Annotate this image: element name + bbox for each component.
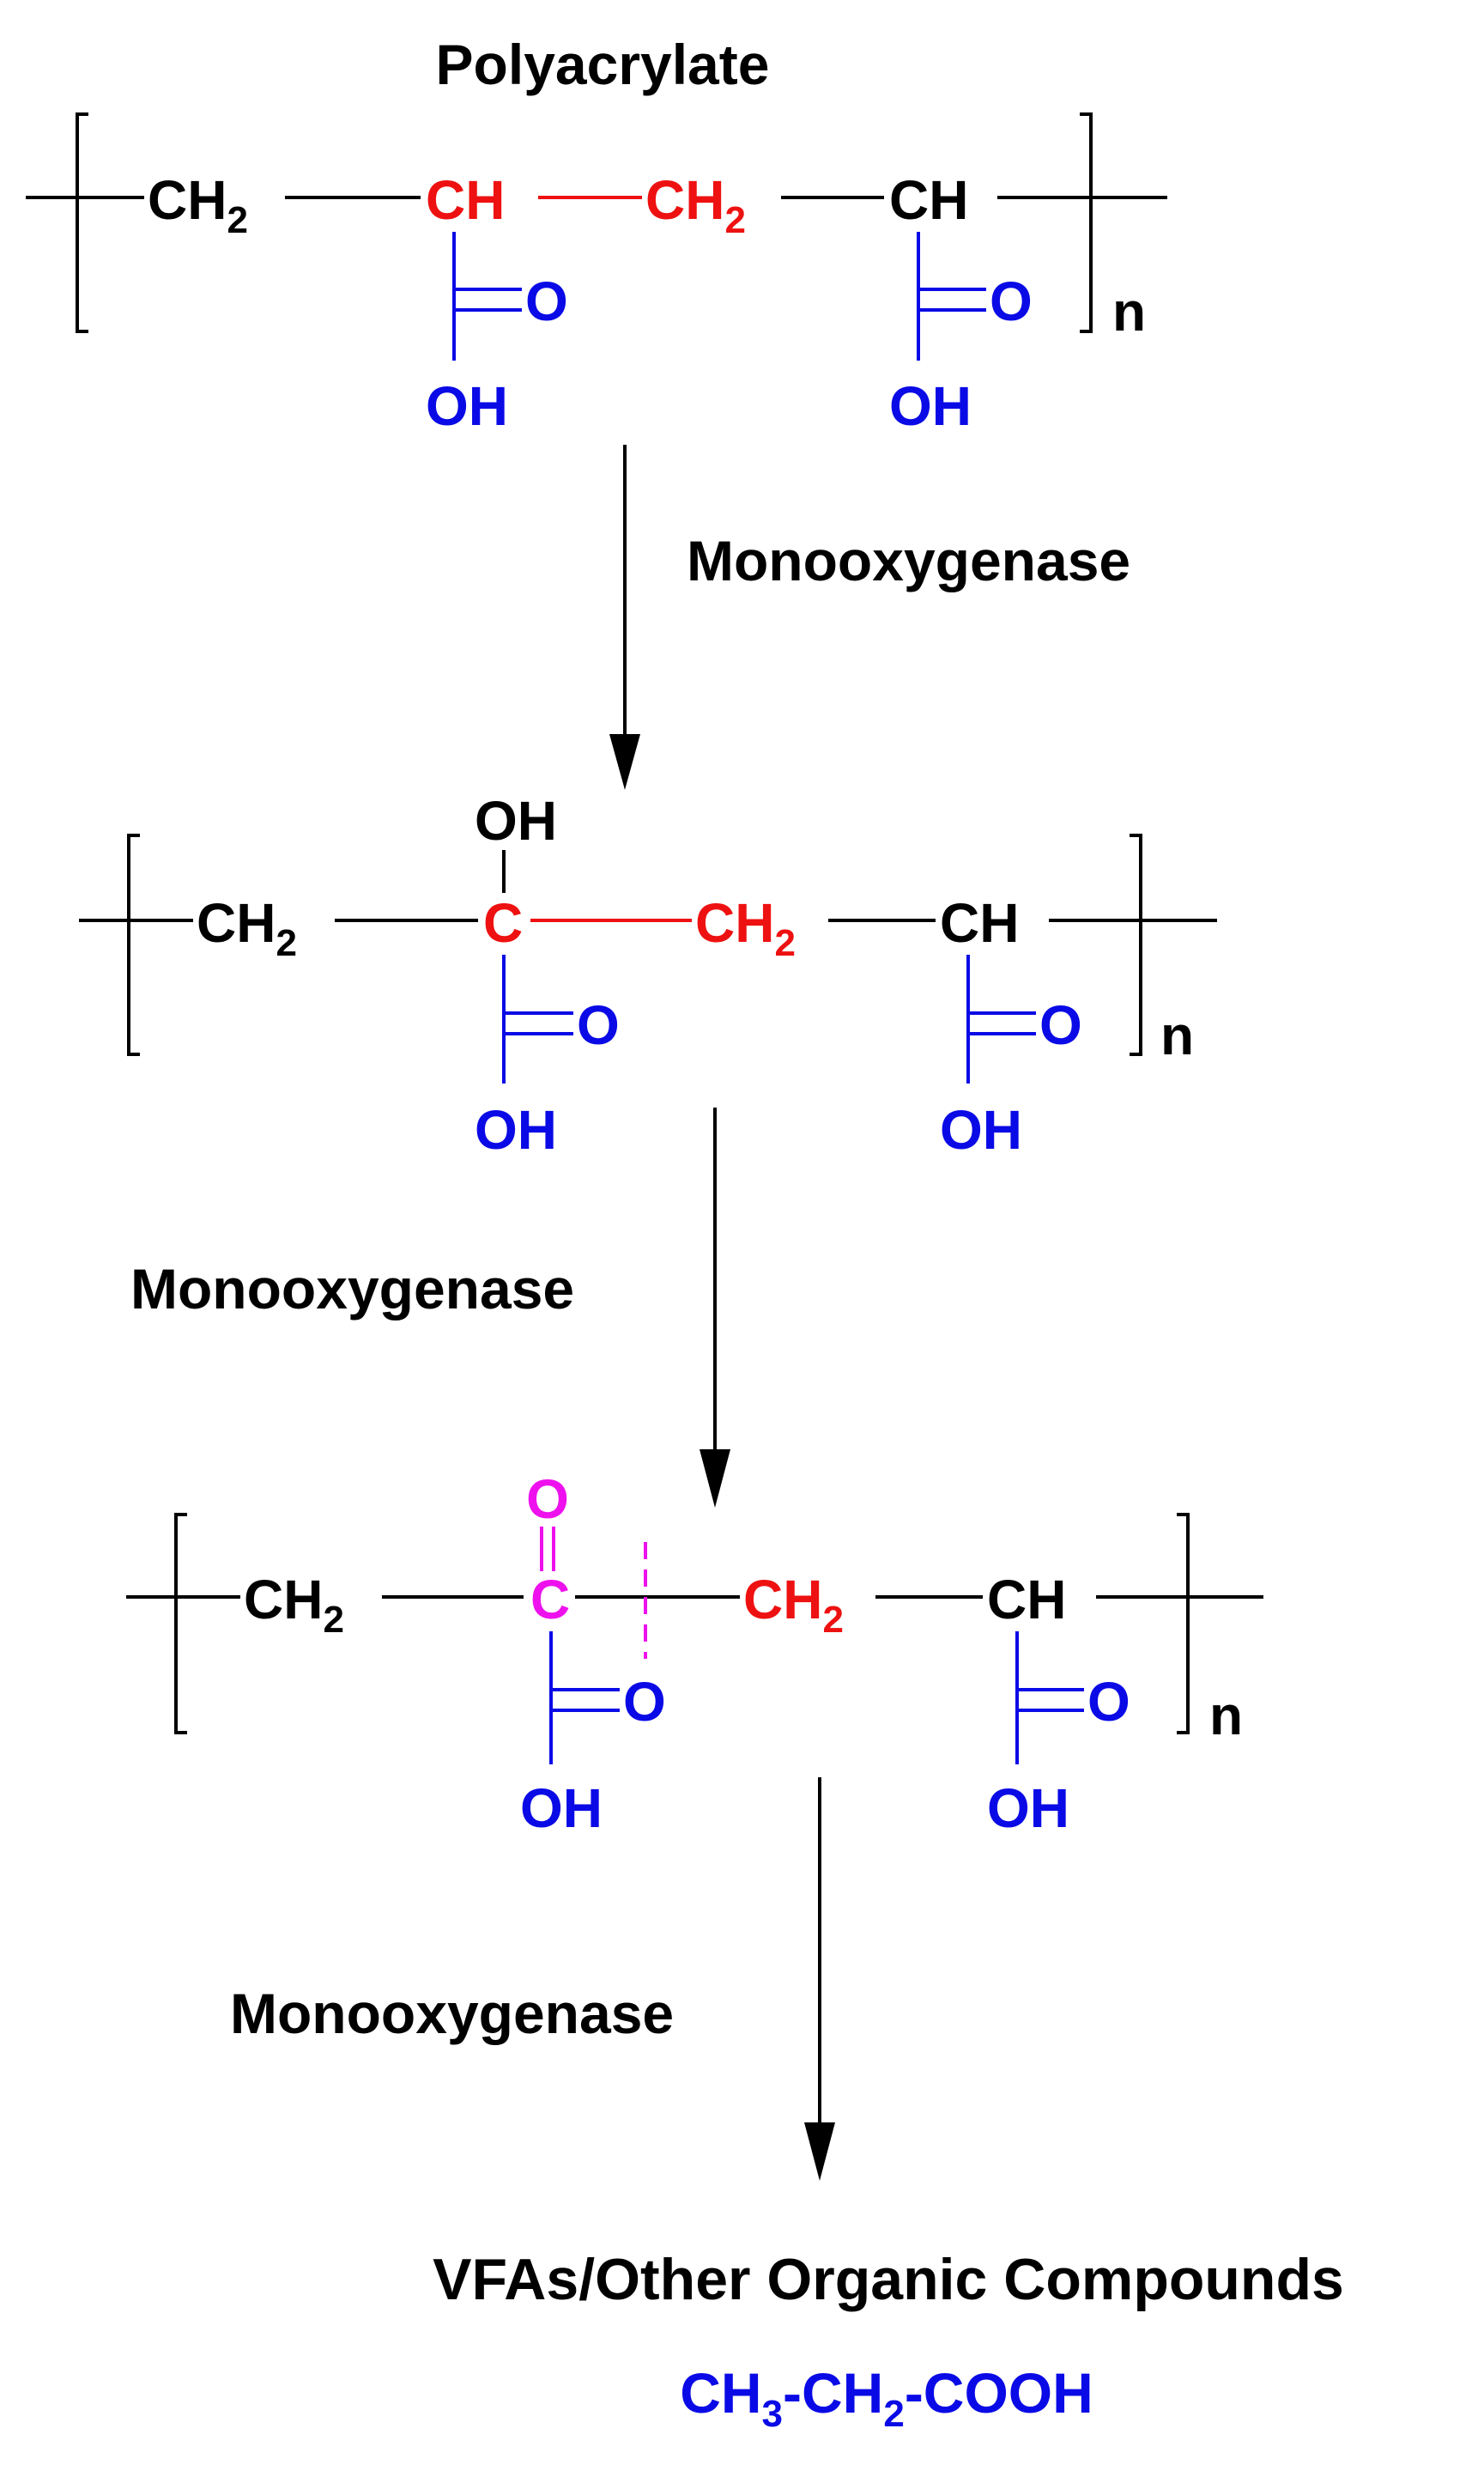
carboxyl-left: O OH (475, 955, 620, 1161)
repeat-n: n (1160, 1005, 1194, 1066)
ketone-o: O (526, 1468, 569, 1530)
carboxyl-o: O (1087, 1671, 1130, 1733)
ch2-left: CH2 (148, 169, 248, 241)
ch2-left: CH2 (197, 892, 297, 964)
carboxyl-o: O (525, 270, 568, 332)
ch2-right: CH2 (645, 169, 746, 241)
carboxyl-o: O (577, 994, 620, 1056)
bracket-right (1177, 1513, 1190, 1734)
carboxyl-o: O (1039, 994, 1082, 1056)
hydroxyl-oh: OH (475, 790, 557, 852)
reaction-arrow (609, 445, 640, 790)
carboxyl-oh: OH (475, 1099, 557, 1161)
carboxyl-oh: OH (940, 1099, 1022, 1161)
carboxyl-left: O OH (426, 232, 568, 437)
structure-keto-polyacrylate: O CH2 C CH2 CH O OH O OH n (126, 1468, 1263, 1839)
carboxyl-o: O (623, 1671, 666, 1733)
repeat-n: n (1209, 1685, 1243, 1746)
enzyme-label: Monooxygenase (130, 1257, 574, 1320)
carboxyl-oh: OH (889, 375, 972, 437)
structure-hydroxylated-polyacrylate: OH CH2 C CH2 CH O OH O OH n (79, 790, 1217, 1161)
carboxyl-left: O OH (520, 1631, 666, 1839)
carboxyl-oh: OH (426, 375, 508, 437)
carboxyl-oh: OH (987, 1777, 1069, 1839)
carboxyl-oh: OH (520, 1777, 603, 1839)
ch-end: CH (940, 892, 1019, 954)
product-formula: CH3-CH2-COOH (680, 2361, 1093, 2435)
ketone-double-bond (540, 1527, 555, 1571)
center-carbon: C (483, 892, 523, 954)
ch2-left: CH2 (244, 1569, 344, 1641)
repeat-n: n (1112, 281, 1146, 343)
ch2-right: CH2 (743, 1569, 844, 1641)
ch-end: CH (889, 169, 968, 231)
carboxyl-right: O OH (987, 1631, 1130, 1839)
product-label: VFAs/Other Organic Compounds (433, 2247, 1344, 2312)
bracket-left (76, 112, 88, 333)
center-carbon: C (530, 1569, 570, 1630)
bracket-right (1080, 112, 1093, 333)
ch2-right: CH2 (695, 892, 796, 964)
enzyme-label: Monooxygenase (687, 529, 1130, 592)
bracket-left (174, 1513, 187, 1734)
enzyme-label: Monooxygenase (230, 1982, 674, 2045)
center-carbon: CH (426, 169, 505, 231)
structure-polyacrylate: CH2 CH CH2 CH O OH O OH n (26, 112, 1167, 437)
ch-end: CH (987, 1569, 1066, 1630)
carboxyl-right: O OH (940, 955, 1082, 1161)
bracket-right (1130, 834, 1142, 1056)
reaction-arrow (700, 1108, 730, 1508)
carboxyl-o: O (990, 270, 1033, 332)
title: Polyacrylate (436, 33, 770, 96)
carboxyl-right: O OH (889, 232, 1033, 437)
reaction-arrow (804, 1777, 835, 2181)
bracket-left (127, 834, 140, 1056)
